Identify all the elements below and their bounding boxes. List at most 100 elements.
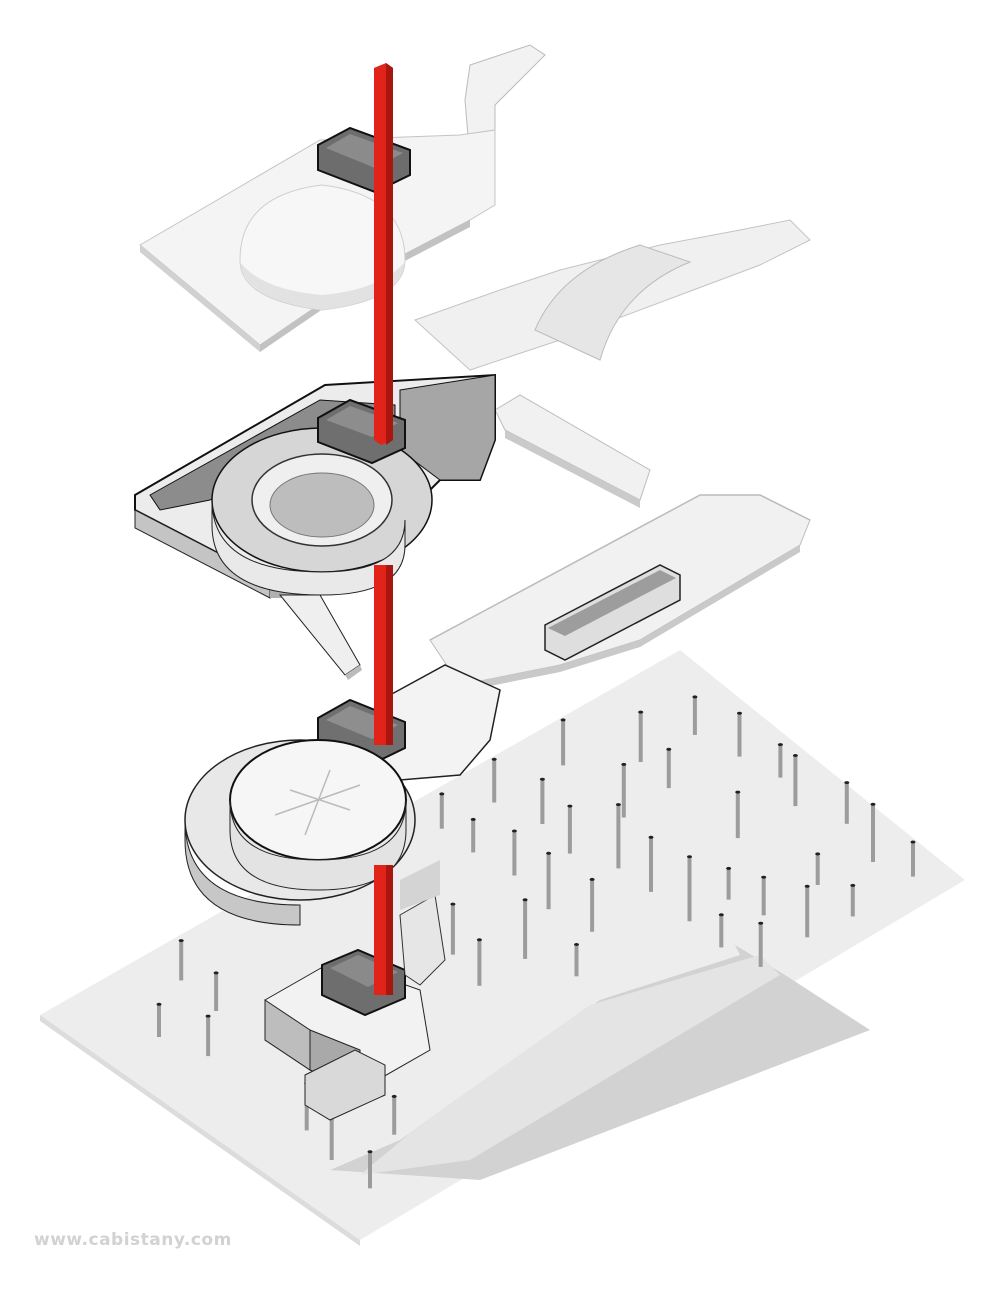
column-cap bbox=[870, 802, 876, 806]
gallery-round-hall-wall bbox=[229, 799, 407, 891]
column bbox=[206, 1016, 211, 1057]
column-cap bbox=[726, 866, 732, 870]
column bbox=[492, 759, 497, 803]
column-cap bbox=[574, 943, 579, 946]
ground-plane-edge bbox=[40, 1015, 360, 1246]
column-cap bbox=[844, 781, 850, 785]
column-cap bbox=[792, 754, 798, 757]
theater-wall-curve bbox=[211, 499, 406, 596]
column bbox=[844, 782, 849, 824]
column-cap bbox=[648, 835, 654, 839]
column bbox=[214, 972, 219, 1011]
red-core bbox=[374, 63, 393, 995]
column-cap bbox=[546, 851, 552, 855]
column bbox=[471, 819, 476, 853]
column-cap bbox=[511, 829, 517, 833]
column bbox=[735, 792, 740, 839]
gallery-ramp-box-top bbox=[548, 570, 676, 636]
dome-icon bbox=[239, 184, 406, 311]
roof-slab-edge-right bbox=[260, 220, 470, 352]
theater-lower-walkway-side bbox=[345, 665, 362, 680]
column bbox=[477, 939, 482, 986]
column bbox=[304, 1083, 309, 1131]
gallery-hall-lights bbox=[274, 769, 361, 836]
column bbox=[871, 804, 875, 862]
column-cap bbox=[391, 1094, 397, 1098]
column-cap bbox=[758, 921, 764, 925]
column bbox=[687, 856, 692, 922]
column-cap bbox=[718, 913, 724, 917]
column bbox=[692, 696, 697, 735]
column bbox=[450, 904, 455, 955]
column bbox=[368, 1151, 372, 1189]
column bbox=[758, 923, 763, 967]
column-cap bbox=[367, 1150, 373, 1154]
ground-plane bbox=[40, 650, 965, 1240]
column-cap bbox=[687, 855, 692, 859]
column bbox=[546, 853, 551, 910]
gallery-level bbox=[184, 494, 811, 926]
column bbox=[157, 1004, 161, 1037]
column-cap bbox=[491, 757, 497, 761]
column bbox=[439, 793, 444, 829]
column bbox=[911, 842, 915, 877]
roof-slab-edge bbox=[140, 245, 260, 352]
column-cap bbox=[735, 790, 741, 794]
column bbox=[666, 749, 671, 789]
gallery-support-block bbox=[400, 860, 440, 910]
ground-level bbox=[40, 650, 965, 1246]
column-cap bbox=[615, 803, 621, 807]
column bbox=[778, 744, 783, 778]
red-core-upper-shade bbox=[386, 63, 393, 445]
column bbox=[540, 779, 545, 824]
columns-ground bbox=[156, 695, 916, 1189]
column-cap bbox=[737, 711, 742, 715]
column-cap bbox=[589, 877, 595, 881]
column bbox=[523, 899, 528, 959]
column-cap bbox=[470, 817, 476, 821]
column bbox=[761, 877, 766, 916]
theater-bridge-vault bbox=[534, 244, 692, 361]
column bbox=[793, 755, 798, 807]
column-cap bbox=[522, 898, 528, 902]
column bbox=[561, 719, 566, 766]
dome-shade bbox=[240, 262, 405, 310]
theater-bridge-lower-ramp-side bbox=[505, 430, 640, 508]
column-cap bbox=[476, 938, 482, 942]
red-core-low-shade bbox=[386, 865, 393, 995]
column bbox=[850, 885, 855, 917]
theater-seating bbox=[269, 472, 375, 538]
watermark-url: www.cabistany.com bbox=[34, 1230, 232, 1250]
column bbox=[815, 853, 820, 885]
column-cap bbox=[850, 883, 856, 887]
column bbox=[616, 804, 621, 869]
column bbox=[719, 914, 724, 948]
column bbox=[805, 886, 810, 938]
column-cap bbox=[205, 1014, 211, 1018]
column-cap bbox=[804, 884, 810, 888]
column-cap bbox=[910, 840, 916, 844]
red-core-mid-shade bbox=[386, 565, 393, 745]
column bbox=[512, 831, 517, 876]
gallery-ramp-railing bbox=[429, 494, 811, 641]
column bbox=[638, 712, 643, 762]
column bbox=[179, 940, 184, 981]
column bbox=[392, 1096, 397, 1135]
column bbox=[726, 868, 731, 900]
column-cap bbox=[439, 792, 445, 796]
theater-bridge-lower-ramp bbox=[494, 394, 651, 501]
column-cap bbox=[761, 875, 767, 879]
ground-steps-light bbox=[360, 955, 780, 1175]
column-cap bbox=[450, 902, 456, 906]
column bbox=[329, 1096, 334, 1160]
column-cap bbox=[567, 804, 573, 808]
column bbox=[621, 764, 626, 818]
ground-block-low-wing bbox=[304, 1049, 386, 1121]
column bbox=[590, 879, 595, 932]
column bbox=[649, 837, 653, 892]
theater-lower-walkway bbox=[278, 594, 361, 676]
column-cap bbox=[621, 762, 627, 766]
column-cap bbox=[178, 939, 184, 943]
column-cap bbox=[777, 743, 783, 747]
